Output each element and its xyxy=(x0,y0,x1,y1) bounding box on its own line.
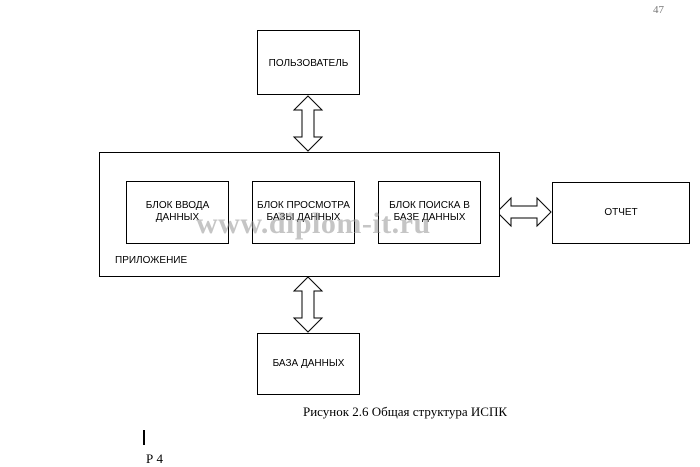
report-label: ОТЧЕТ xyxy=(604,207,638,218)
arrow-app-report xyxy=(496,196,552,228)
text-cursor xyxy=(143,430,145,445)
view-block-box: БЛОК ПРОСМОТРА БАЗЫ ДАННЫХ xyxy=(252,181,355,244)
input-block-label: БЛОК ВВОДА ДАННЫХ xyxy=(145,200,210,223)
user-label: ПОЛЬЗОВАТЕЛЬ xyxy=(268,58,349,69)
figure-caption-row: Рисунок 2.6 Общая структура ИСПК xyxy=(0,404,700,420)
view-block-label: БЛОК ПРОСМОТРА БАЗЫ ДАННЫХ xyxy=(257,200,350,223)
cut-off-text: Р 4 xyxy=(146,451,163,466)
arrow-app-db xyxy=(292,276,324,333)
input-block-box: БЛОК ВВОДА ДАННЫХ xyxy=(126,181,229,244)
search-block-box: БЛОК ПОИСКА В БАЗЕ ДАННЫХ xyxy=(378,181,481,244)
search-block-label: БЛОК ПОИСКА В БАЗЕ ДАННЫХ xyxy=(389,200,470,223)
report-box: ОТЧЕТ xyxy=(552,182,690,244)
page-number: 47 xyxy=(653,4,664,16)
watermark: www.diplom-it.ru xyxy=(196,207,431,240)
user-box: ПОЛЬЗОВАТЕЛЬ xyxy=(257,30,360,95)
application-label: ПРИЛОЖЕНИЕ xyxy=(115,255,188,266)
figure-caption: Рисунок 2.6 Общая структура ИСПК xyxy=(302,404,508,419)
arrow-user-app xyxy=(292,95,324,152)
database-label: БАЗА ДАННЫХ xyxy=(272,358,345,369)
database-box: БАЗА ДАННЫХ xyxy=(257,333,360,395)
application-box: БЛОК ВВОДА ДАННЫХ БЛОК ПРОСМОТРА БАЗЫ ДА… xyxy=(99,152,500,277)
